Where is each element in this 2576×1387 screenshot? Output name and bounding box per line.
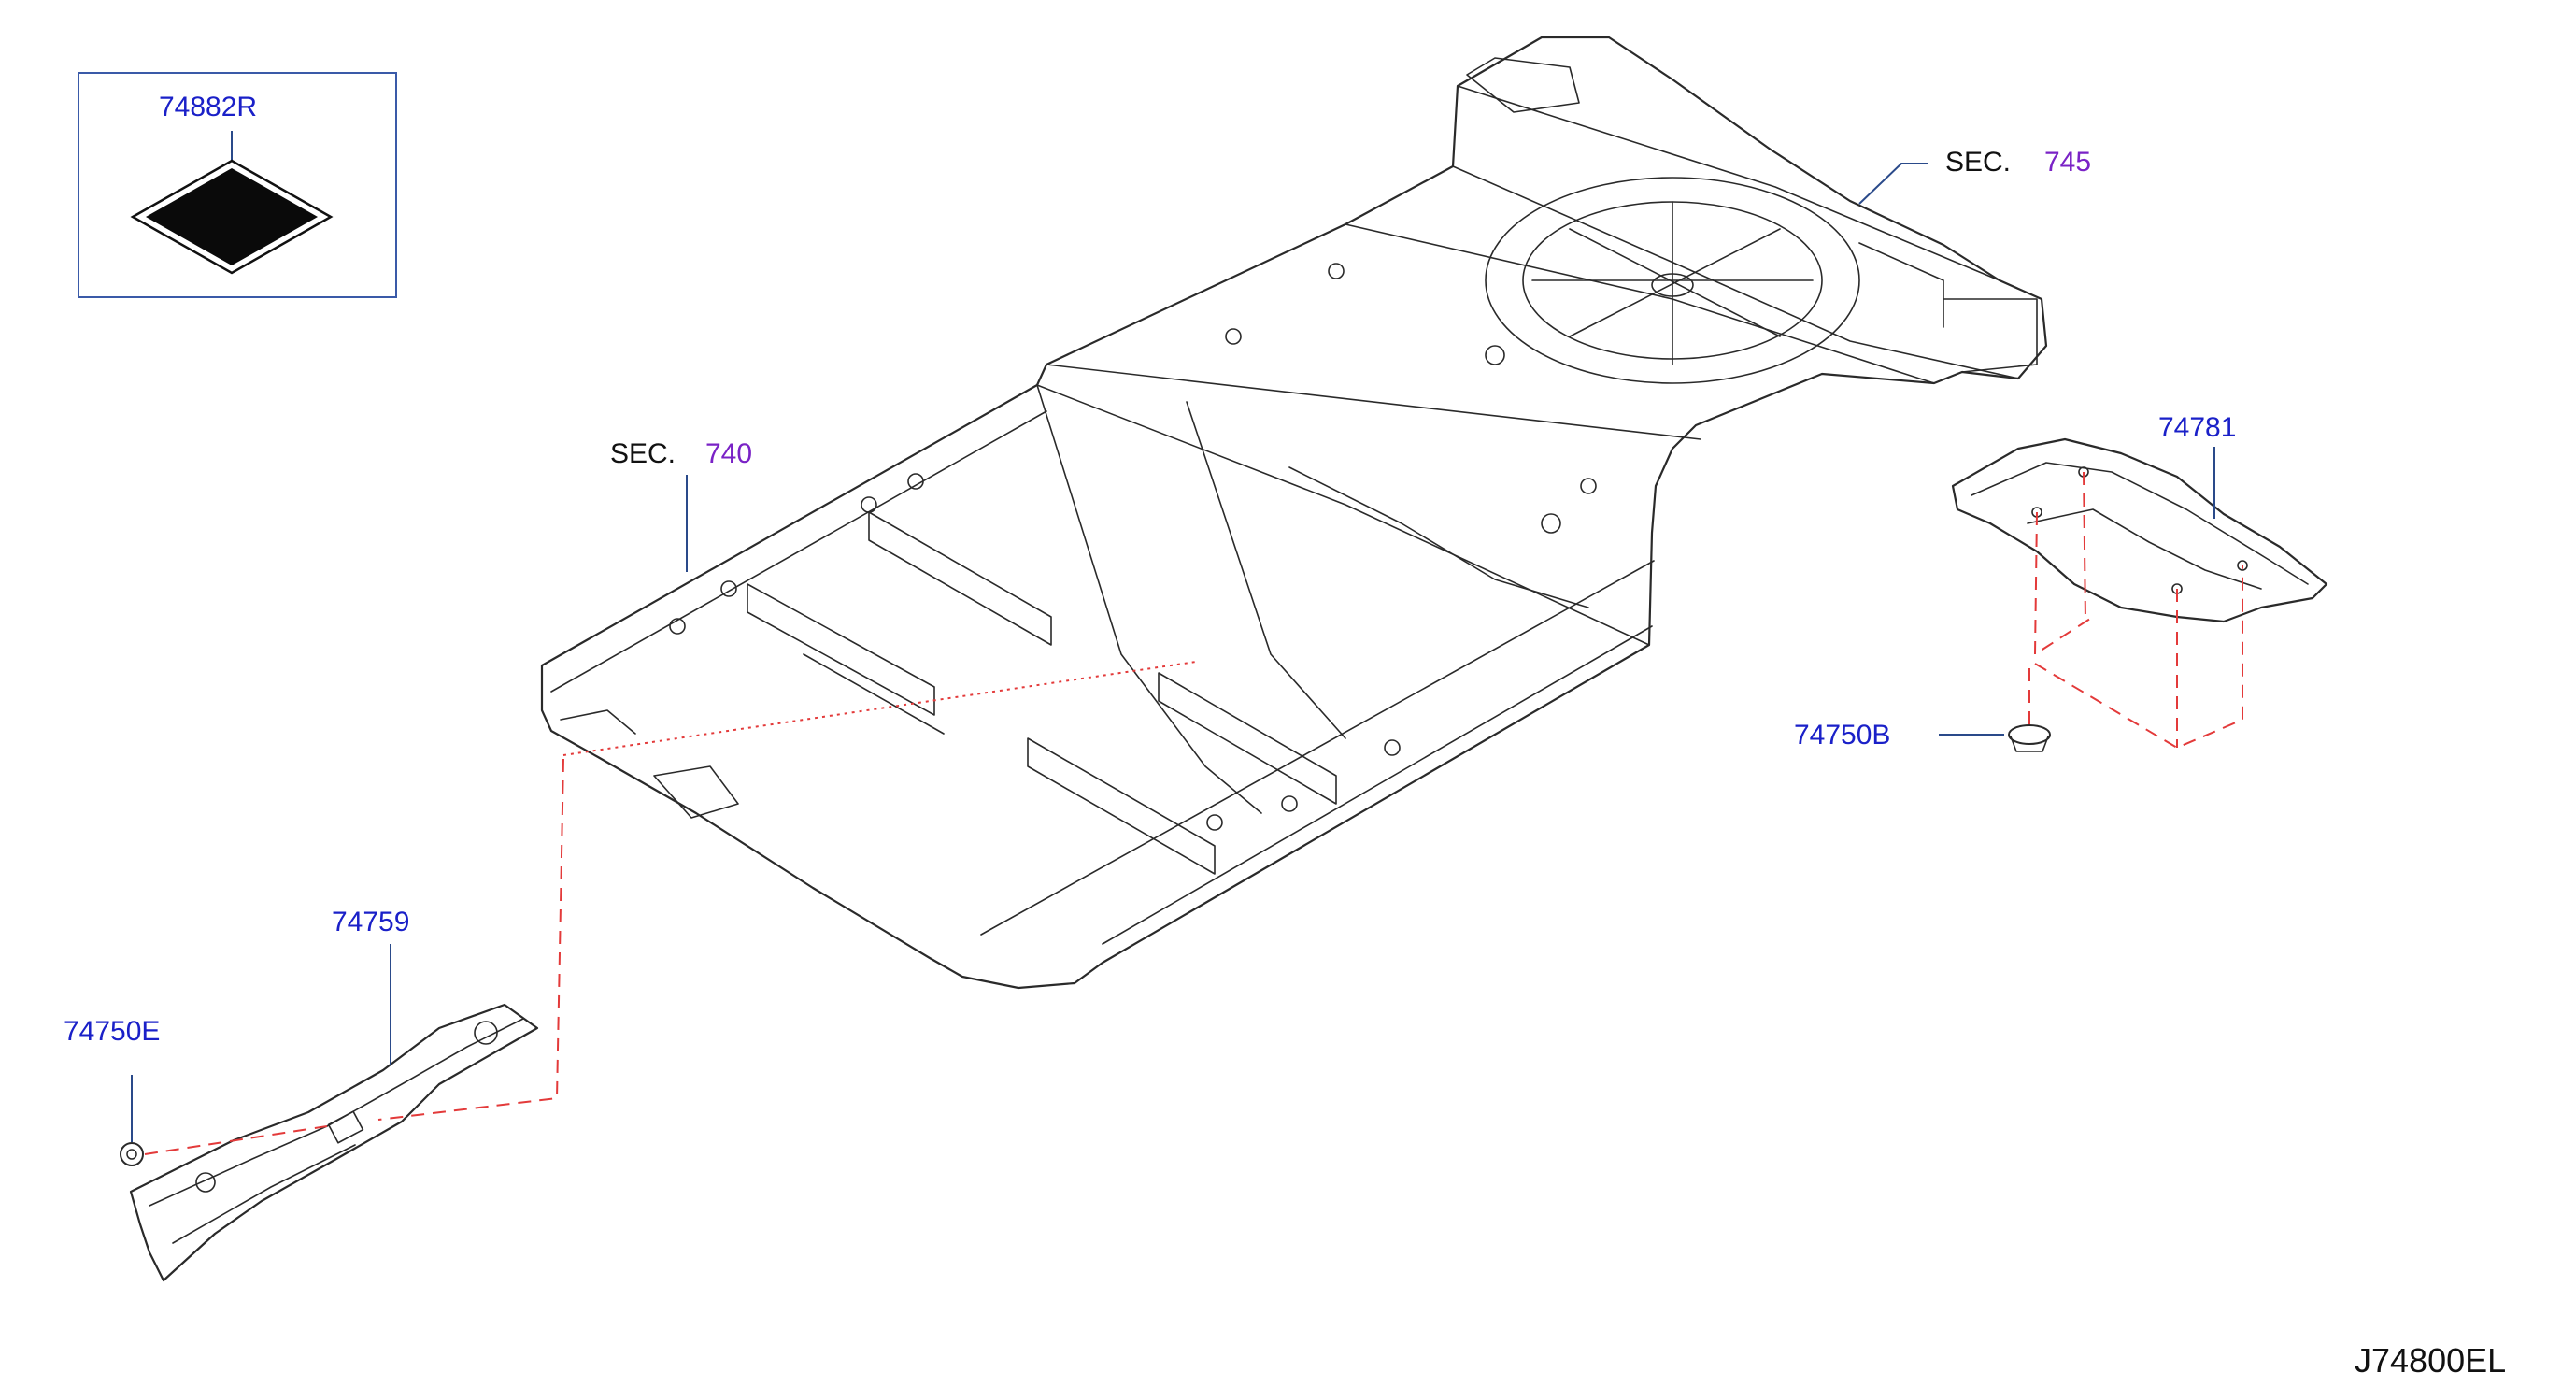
part-number-74750b: 74750B	[1794, 720, 1890, 751]
part-number-74750e: 74750E	[64, 1016, 160, 1047]
section-740-prefix: SEC.	[610, 438, 676, 469]
leader-lines	[131, 163, 2215, 1142]
labels: SEC. 745 SEC. 740 74781 74750B 74759 747…	[64, 147, 2506, 1380]
section-745-number: 745	[2044, 147, 2091, 178]
clip-74750e	[120, 1142, 144, 1166]
clip-74750b	[2008, 724, 2051, 752]
section-740-number: 740	[705, 438, 752, 469]
legend-part-number: 74882R	[159, 92, 257, 122]
legend-box: 74882R	[78, 72, 397, 298]
part-number-74759: 74759	[332, 907, 409, 937]
drawing-code: J74800EL	[2355, 1341, 2506, 1380]
section-745-prefix: SEC.	[1945, 147, 2011, 178]
front-floor-insulator	[129, 1003, 539, 1282]
rear-floor-insulator	[1951, 437, 2328, 623]
reference-lines	[144, 471, 2243, 1155]
part-number-74781: 74781	[2158, 412, 2236, 443]
floor-panel-assembly	[540, 36, 2048, 990]
